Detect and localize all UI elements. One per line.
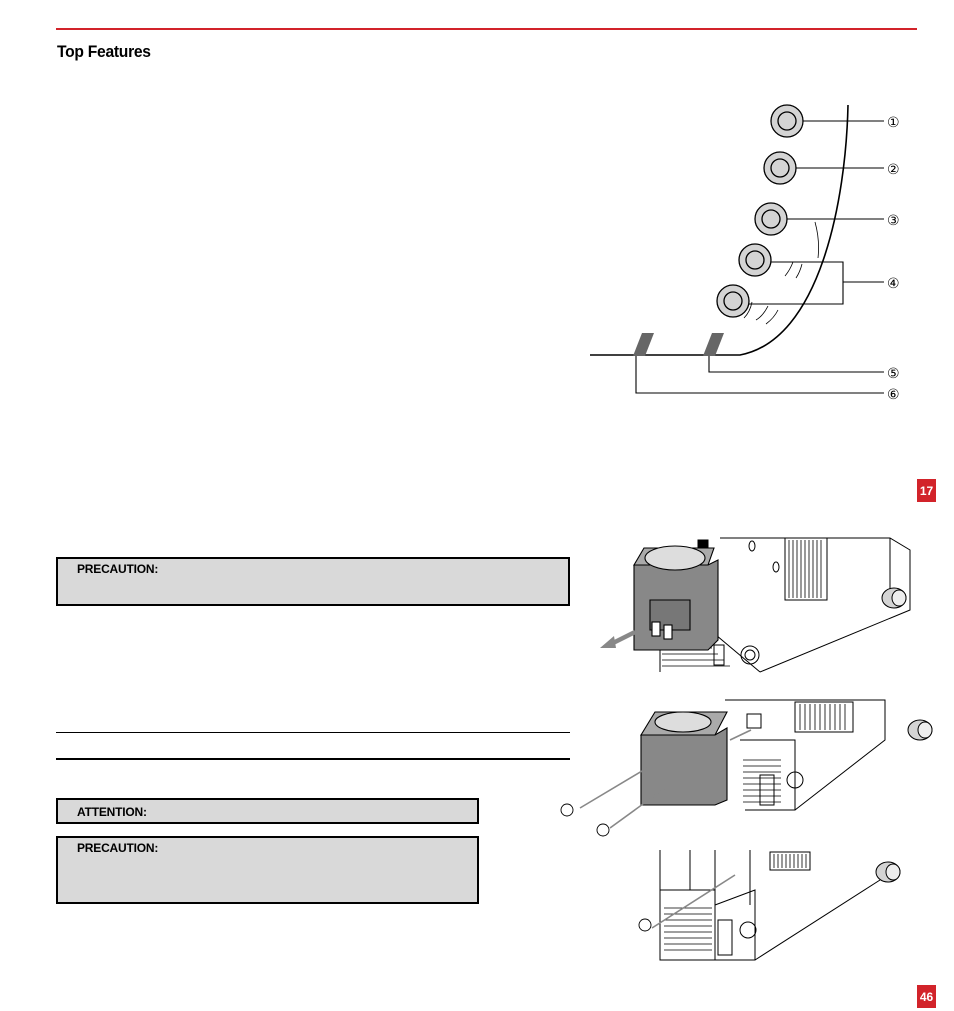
sensor-5: [703, 333, 724, 356]
page-tab-17: 17: [917, 479, 936, 502]
callout-3: ③: [887, 213, 900, 229]
screw-icon: [596, 823, 610, 837]
precaution-label: PRECAUTION:: [77, 562, 159, 576]
callout-2: ②: [887, 162, 900, 178]
screw-icon: [638, 918, 652, 932]
page-title: Top Features: [57, 42, 151, 61]
divider-thick: [56, 758, 570, 760]
header-rule: [56, 28, 917, 30]
lamp-removal-illustration: [600, 537, 911, 673]
screw-icon: [560, 803, 574, 817]
callout-1: ①: [887, 115, 900, 131]
cabinet-outline: [590, 104, 849, 356]
screw-removal-illustration: [560, 699, 933, 837]
callout-4: ④: [887, 276, 900, 292]
precaution-label: PRECAUTION:: [77, 841, 159, 855]
page-tab-46: 46: [917, 985, 936, 1008]
reattach-illustration: [638, 850, 901, 961]
callout-5: ⑤: [887, 366, 900, 382]
precaution-box-top: PRECAUTION:: [56, 557, 570, 606]
attention-label: ATTENTION:: [77, 805, 147, 819]
sensor-6: [633, 333, 654, 356]
callout-6: ⑥: [887, 387, 900, 403]
precaution-box-bottom: PRECAUTION:: [56, 836, 479, 904]
attention-box: ATTENTION:: [56, 798, 479, 824]
divider-thin: [56, 732, 570, 733]
top-features-diagram: ① ② ③ ④ ⑤ ⑥: [590, 104, 900, 403]
